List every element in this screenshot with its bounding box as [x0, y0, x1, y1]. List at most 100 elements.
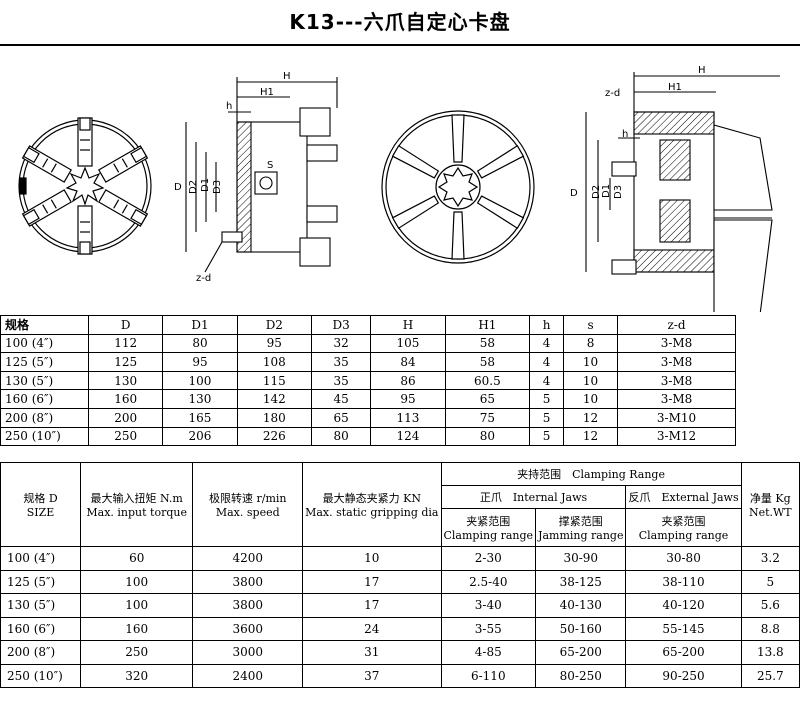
- table-cell: 130: [87, 370, 164, 391]
- back-view-drawing: [381, 110, 535, 264]
- label-H-2: H: [698, 65, 706, 76]
- table-cell: 65-200: [535, 640, 627, 665]
- table-cell: 32: [310, 333, 372, 354]
- table-cell: 108: [236, 352, 312, 372]
- grip-cn: 最大静态夹紧力 KN: [322, 492, 421, 505]
- spec-header-row-2: 正爪 Internal Jaws 反爪 External Jaws: [1, 485, 800, 510]
- title-divider: [0, 44, 800, 46]
- spec-header-row-3: 夹紧范围 Clamping range 撑紧范围 Jamming range 夹…: [1, 508, 800, 547]
- label-zd-2: z-d: [605, 88, 620, 99]
- table-cell: 84: [370, 352, 446, 372]
- table-cell: 90-250: [625, 663, 742, 688]
- table-cell: 3800: [192, 593, 304, 618]
- label-D1-2: D1: [601, 184, 612, 198]
- table-cell: 24: [302, 616, 442, 641]
- table-cell: 95: [236, 333, 312, 354]
- speed-en: Max. speed: [215, 506, 280, 519]
- table-cell: 40-130: [535, 593, 627, 618]
- table-cell: 160: [87, 389, 164, 409]
- table-cell: 2400: [192, 663, 304, 688]
- table-cell: 5: [529, 407, 565, 428]
- size-en: SIZE: [26, 506, 55, 519]
- table-cell: 160 (6″): [0, 616, 81, 641]
- front-view-drawing: [18, 117, 152, 255]
- table-cell: 35: [310, 370, 372, 391]
- table-cell: 10: [563, 389, 619, 409]
- table-cell: 226: [236, 426, 312, 447]
- table-cell: 124: [370, 426, 446, 447]
- internal-jaws-header: 正爪 Internal Jaws: [440, 485, 627, 510]
- table-cell: 2.5-40: [440, 569, 537, 594]
- header-s: s: [563, 315, 619, 335]
- specification-table: 规格 D SIZE 最大输入扭矩 N.m Max. input torque 极…: [0, 461, 800, 688]
- table-cell: 10: [563, 370, 619, 391]
- jaw-section-drawing: [585, 72, 780, 312]
- table-cell: 320: [79, 663, 194, 688]
- torque-en: Max. input torque: [86, 506, 187, 519]
- table-cell: 3000: [192, 640, 304, 665]
- table-cell: 95: [370, 389, 446, 409]
- label-D3: D3: [212, 180, 223, 194]
- header-weight-cell: 净量 Kg Net.WT: [740, 462, 800, 547]
- table-cell: 8: [563, 333, 619, 354]
- header-H1: H1: [444, 315, 531, 335]
- table-cell: 3-M8: [617, 389, 736, 409]
- header-D2: D2: [236, 315, 312, 335]
- label-H1: H1: [260, 87, 274, 98]
- label-H1-2: H1: [668, 82, 682, 93]
- weight-en: Net.WT: [748, 506, 792, 519]
- table-cell: 65: [310, 407, 372, 428]
- table-cell: 60: [79, 546, 194, 571]
- label-D1: D1: [200, 178, 211, 192]
- table-cell: 65-200: [625, 640, 742, 665]
- table-cell: 5.6: [740, 593, 800, 618]
- table-cell: 100: [79, 593, 194, 618]
- table-cell: 12: [563, 426, 619, 447]
- table-cell: 38-125: [535, 569, 627, 594]
- table-cell: 130 (5″): [0, 593, 81, 618]
- header-speed-cell: 极限转速 r/min Max. speed: [192, 462, 304, 547]
- table-cell: 4: [529, 352, 565, 372]
- clamp-en: Clamping range: [443, 529, 534, 543]
- technical-drawings: H H1 h D D2 D1 D3 S z-d: [18, 65, 780, 312]
- table-cell: 25.7: [740, 663, 800, 688]
- clamp2-header: 夹紧范围 Clamping range: [625, 508, 742, 547]
- table-cell: 3-M8: [617, 352, 736, 372]
- table-cell: 12: [563, 407, 619, 428]
- table-cell: 125 (5″): [0, 569, 81, 594]
- table-cell: 5: [529, 426, 565, 447]
- table-cell: 4-85: [440, 640, 537, 665]
- table-cell: 100 (4″): [0, 546, 81, 571]
- table-cell: 8.8: [740, 616, 800, 641]
- table-cell: 3-55: [440, 616, 537, 641]
- table-cell: 3600: [192, 616, 304, 641]
- table-cell: 50-160: [535, 616, 627, 641]
- label-H: H: [283, 71, 291, 82]
- label-D2: D2: [188, 180, 199, 194]
- table-cell: 250 (10″): [0, 663, 81, 688]
- table-cell: 130: [162, 389, 238, 409]
- table-cell: 80: [310, 426, 372, 447]
- table-cell: 37: [302, 663, 442, 688]
- external-jaws-header: 反爪 External Jaws: [625, 485, 742, 510]
- side-section-drawing: [185, 77, 338, 273]
- speed-cn: 极限转速 r/min: [209, 492, 287, 505]
- table-cell: 6-110: [440, 663, 537, 688]
- header-zd: z-d: [617, 315, 736, 335]
- table-cell: 75: [444, 407, 531, 428]
- table-cell: 5: [529, 389, 565, 409]
- table-cell: 5: [740, 569, 800, 594]
- table-cell: 13.8: [740, 640, 800, 665]
- table-cell: 4: [529, 333, 565, 354]
- table-cell: 160 (6″): [0, 389, 89, 409]
- table-cell: 30-80: [625, 546, 742, 571]
- label-S: S: [267, 160, 273, 171]
- table-cell: 4: [529, 370, 565, 391]
